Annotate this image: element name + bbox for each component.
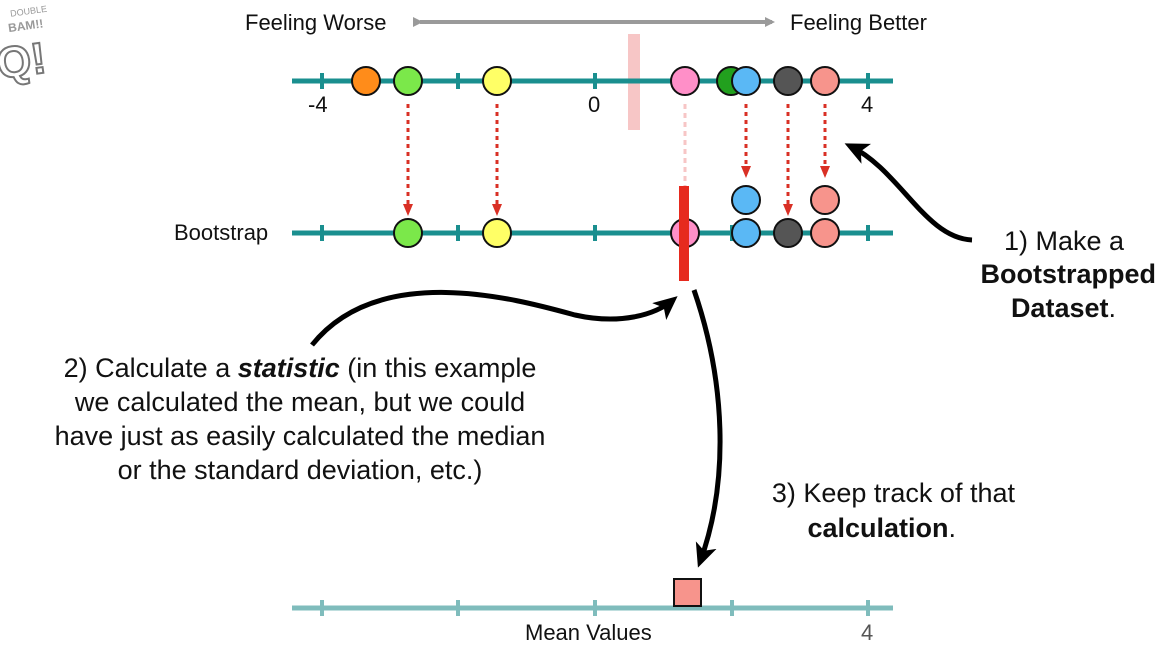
step2-line4: or the standard deviation, etc.) xyxy=(118,455,483,485)
top-axis-tick-label-neg4: -4 xyxy=(308,92,328,117)
bootstrap-points xyxy=(393,185,840,248)
step2-line1-bold: statistic xyxy=(238,353,340,383)
bootstrap-point-light-green xyxy=(393,218,423,248)
top-axis-tick-label-4: 4 xyxy=(861,92,873,117)
bootstrap-point-yellow xyxy=(482,218,512,248)
step3-line2-bold: calculation xyxy=(807,513,948,543)
double-bam-logo: DOUBLE BAM!! Q! xyxy=(0,4,50,90)
bootstrap-point-salmon-stacked xyxy=(810,185,840,215)
feeling-better-label: Feeling Better xyxy=(790,10,927,35)
sampling-arrows xyxy=(403,104,830,216)
step1-line2: Bootstrapped xyxy=(981,259,1157,289)
point-light-blue xyxy=(731,66,761,96)
point-light-green xyxy=(393,66,423,96)
step2-line1: 2) Calculate a statistic (in this exampl… xyxy=(64,353,537,383)
logo-text-big: BAM!! xyxy=(7,16,44,35)
bootstrap-point-light-blue-stacked xyxy=(731,185,761,215)
bootstrap-point-light-blue xyxy=(731,218,761,248)
step2-line1-pre: 2) Calculate a xyxy=(64,353,238,383)
top-axis-tick-label-0: 0 xyxy=(588,92,600,117)
point-yellow xyxy=(482,66,512,96)
bootstrap-label: Bootstrap xyxy=(174,220,268,245)
logo-text-letters: Q! xyxy=(0,34,49,89)
original-data-points xyxy=(351,66,840,96)
mean-axis-tick-label-4: 4 xyxy=(861,620,873,645)
feeling-worse-label: Feeling Worse xyxy=(245,10,386,35)
point-salmon xyxy=(810,66,840,96)
point-orange xyxy=(351,66,381,96)
bootstrap-point-dark-grey xyxy=(773,218,803,248)
step1-arrow xyxy=(844,143,973,243)
bootstrap-mean-bar xyxy=(679,186,689,281)
point-dark-grey xyxy=(773,66,803,96)
step3-arrow xyxy=(691,289,723,568)
step2-line2: we calculated the mean, but we could xyxy=(74,387,525,417)
step2-line1-post: (in this example xyxy=(340,353,537,383)
step1-line3-bold: Dataset xyxy=(1011,293,1109,323)
step1-line3-end: . xyxy=(1108,293,1116,323)
mean-values-axis: Mean Values 4 xyxy=(292,600,893,645)
step2-line3: have just as easily calculated the media… xyxy=(55,421,546,451)
mean-values-label: Mean Values xyxy=(525,620,652,645)
step1-line3: Dataset. xyxy=(1011,293,1116,323)
recorded-mean-square xyxy=(673,578,702,607)
step3-line2: calculation. xyxy=(807,513,956,543)
point-pink xyxy=(670,66,700,96)
step1-note: 1) Make a Bootstrapped Dataset. xyxy=(981,226,1157,323)
step3-line2-end: . xyxy=(948,513,956,543)
step2-arrow xyxy=(310,290,678,347)
step2-note: 2) Calculate a statistic (in this exampl… xyxy=(55,353,546,485)
step3-note: 3) Keep track of that calculation. xyxy=(772,478,1016,543)
step1-line1: 1) Make a xyxy=(1004,226,1125,256)
step3-line1: 3) Keep track of that xyxy=(772,478,1016,508)
bootstrap-point-salmon xyxy=(810,218,840,248)
